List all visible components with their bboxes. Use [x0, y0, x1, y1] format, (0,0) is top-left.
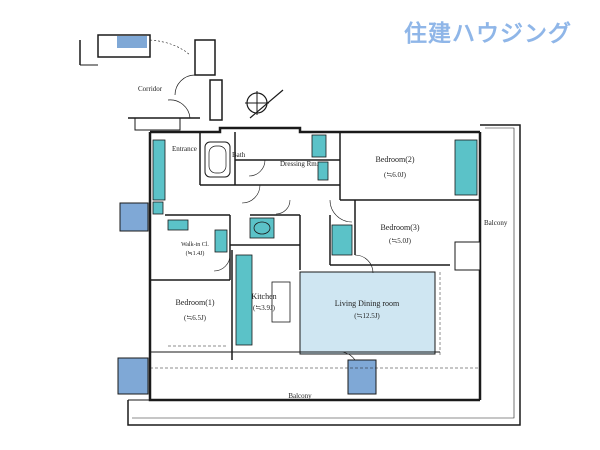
dashed-lines — [150, 272, 480, 369]
bedroom3-size: (≒5.0J) — [388, 237, 412, 245]
entrance-label: Entrance — [172, 145, 197, 153]
bedroom3-label: Bedroom(3) — [380, 223, 420, 232]
balcony-right-label: Balcony — [484, 219, 508, 227]
room-floors — [299, 271, 436, 355]
balcony-bottom-label: Balcony — [288, 392, 312, 400]
bedroom2-size: (≒6.0J) — [383, 171, 407, 179]
fixtures — [152, 134, 478, 346]
living-label: Living Dining room — [334, 299, 400, 308]
interior-walls — [150, 132, 480, 360]
walkin-label: Walk-in Cl. — [181, 242, 209, 248]
bath-label: Bath — [232, 151, 246, 159]
walkin-size: (≒1.4J) — [185, 251, 205, 257]
dressing-label: Dressing Rm. — [280, 160, 319, 168]
bedroom1-size: (≒6.5J) — [183, 314, 207, 322]
bedroom2-label: Bedroom(2) — [375, 155, 415, 164]
corridor-label: Corridor — [138, 85, 163, 93]
watermark: 住建ハウジング — [404, 21, 572, 47]
kitchen-size: (≒3.9J) — [252, 304, 276, 312]
corridor-area — [79, 34, 223, 131]
door-swings — [213, 159, 374, 371]
bath-fixtures — [204, 141, 291, 323]
balcony-outline — [127, 124, 521, 426]
bedroom1-label: Bedroom(1) — [175, 298, 215, 307]
columns — [117, 202, 481, 395]
kitchen-label: Kitchen — [251, 292, 277, 301]
living-size: (≒12.5J) — [354, 312, 380, 320]
compass-icon — [245, 89, 284, 119]
